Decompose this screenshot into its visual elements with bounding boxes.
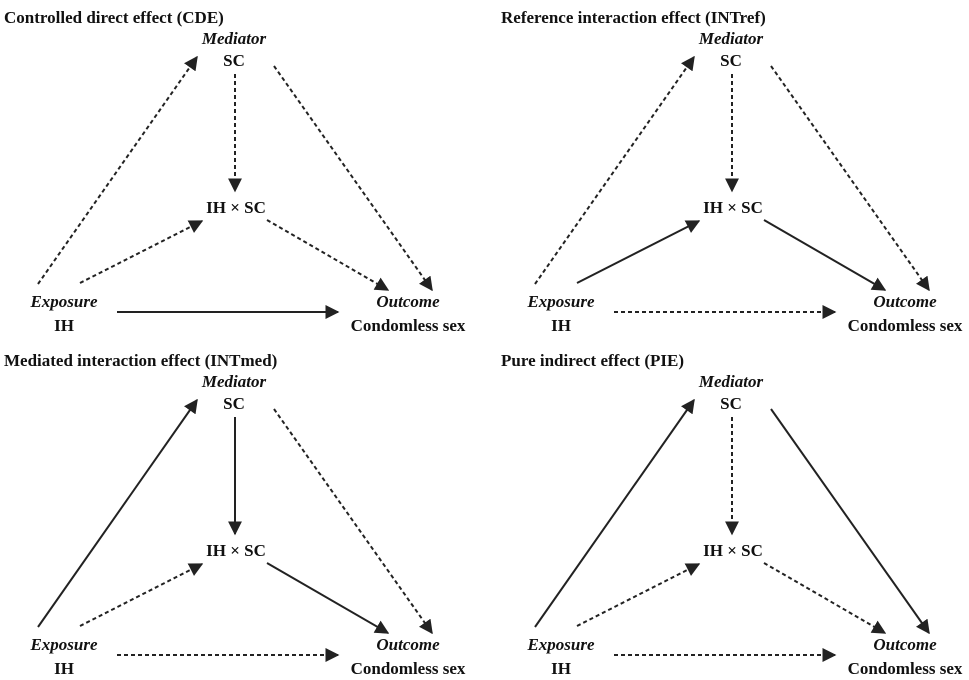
edge-interaction-to-outcome: [763, 562, 887, 634]
edge-exposure-to-mediator: [37, 398, 198, 628]
panel-title: Reference interaction effect (INTref): [501, 8, 766, 27]
edge-exposure-to-mediator: [534, 55, 695, 285]
diagram-panel-1: Controlled direct effect (CDE) MediatorSC…: [4, 8, 466, 335]
edge-exposure-to-interaction: [576, 563, 701, 627]
exposure-label: IH: [54, 659, 74, 678]
edge-mediator-to-outcome: [770, 65, 930, 292]
outcome-label: Condomless sex: [351, 659, 466, 678]
edge-exposure-to-interaction: [79, 220, 204, 284]
edge-exposure-to-mediator: [37, 55, 198, 285]
mediator-label: SC: [720, 394, 742, 413]
panel-title: Pure indirect effect (PIE): [501, 351, 684, 370]
edge-mediator-to-outcome: [273, 408, 433, 635]
outcome-label: Condomless sex: [848, 659, 963, 678]
edge-interaction-to-outcome: [266, 562, 390, 634]
panel-title: Mediated interaction effect (INTmed): [4, 351, 277, 370]
edge-mediator-to-outcome: [770, 408, 930, 635]
mediator-role-label: Mediator: [698, 372, 764, 391]
mediator-label: SC: [720, 51, 742, 70]
exposure-role-label: Exposure: [526, 635, 595, 654]
edge-exposure-to-interaction: [79, 563, 204, 627]
interaction-label: IH × SC: [206, 541, 266, 560]
mediator-role-label: Mediator: [201, 29, 267, 48]
edge-interaction-to-outcome: [266, 219, 390, 291]
mediator-role-label: Mediator: [201, 372, 267, 391]
outcome-label: Condomless sex: [848, 316, 963, 335]
exposure-role-label: Exposure: [526, 292, 595, 311]
outcome-role-label: Outcome: [376, 635, 440, 654]
exposure-role-label: Exposure: [29, 635, 98, 654]
mediator-label: SC: [223, 394, 245, 413]
diagram-panel-3: Mediated interaction effect (INTmed) Medi…: [4, 351, 466, 678]
exposure-role-label: Exposure: [29, 292, 98, 311]
interaction-label: IH × SC: [703, 541, 763, 560]
outcome-role-label: Outcome: [376, 292, 440, 311]
exposure-label: IH: [551, 659, 571, 678]
mediator-role-label: Mediator: [698, 29, 764, 48]
edge-exposure-to-interaction: [576, 220, 701, 284]
mediator-label: SC: [223, 51, 245, 70]
interaction-label: IH × SC: [206, 198, 266, 217]
panel-title: Controlled direct effect (CDE): [4, 8, 224, 27]
interaction-label: IH × SC: [703, 198, 763, 217]
outcome-label: Condomless sex: [351, 316, 466, 335]
exposure-label: IH: [551, 316, 571, 335]
diagram-panel-2: Reference interaction effect (INTref) Med…: [501, 8, 963, 335]
edge-mediator-to-outcome: [273, 65, 433, 292]
outcome-role-label: Outcome: [873, 635, 937, 654]
outcome-role-label: Outcome: [873, 292, 937, 311]
edge-interaction-to-outcome: [763, 219, 887, 291]
exposure-label: IH: [54, 316, 74, 335]
edge-exposure-to-mediator: [534, 398, 695, 628]
